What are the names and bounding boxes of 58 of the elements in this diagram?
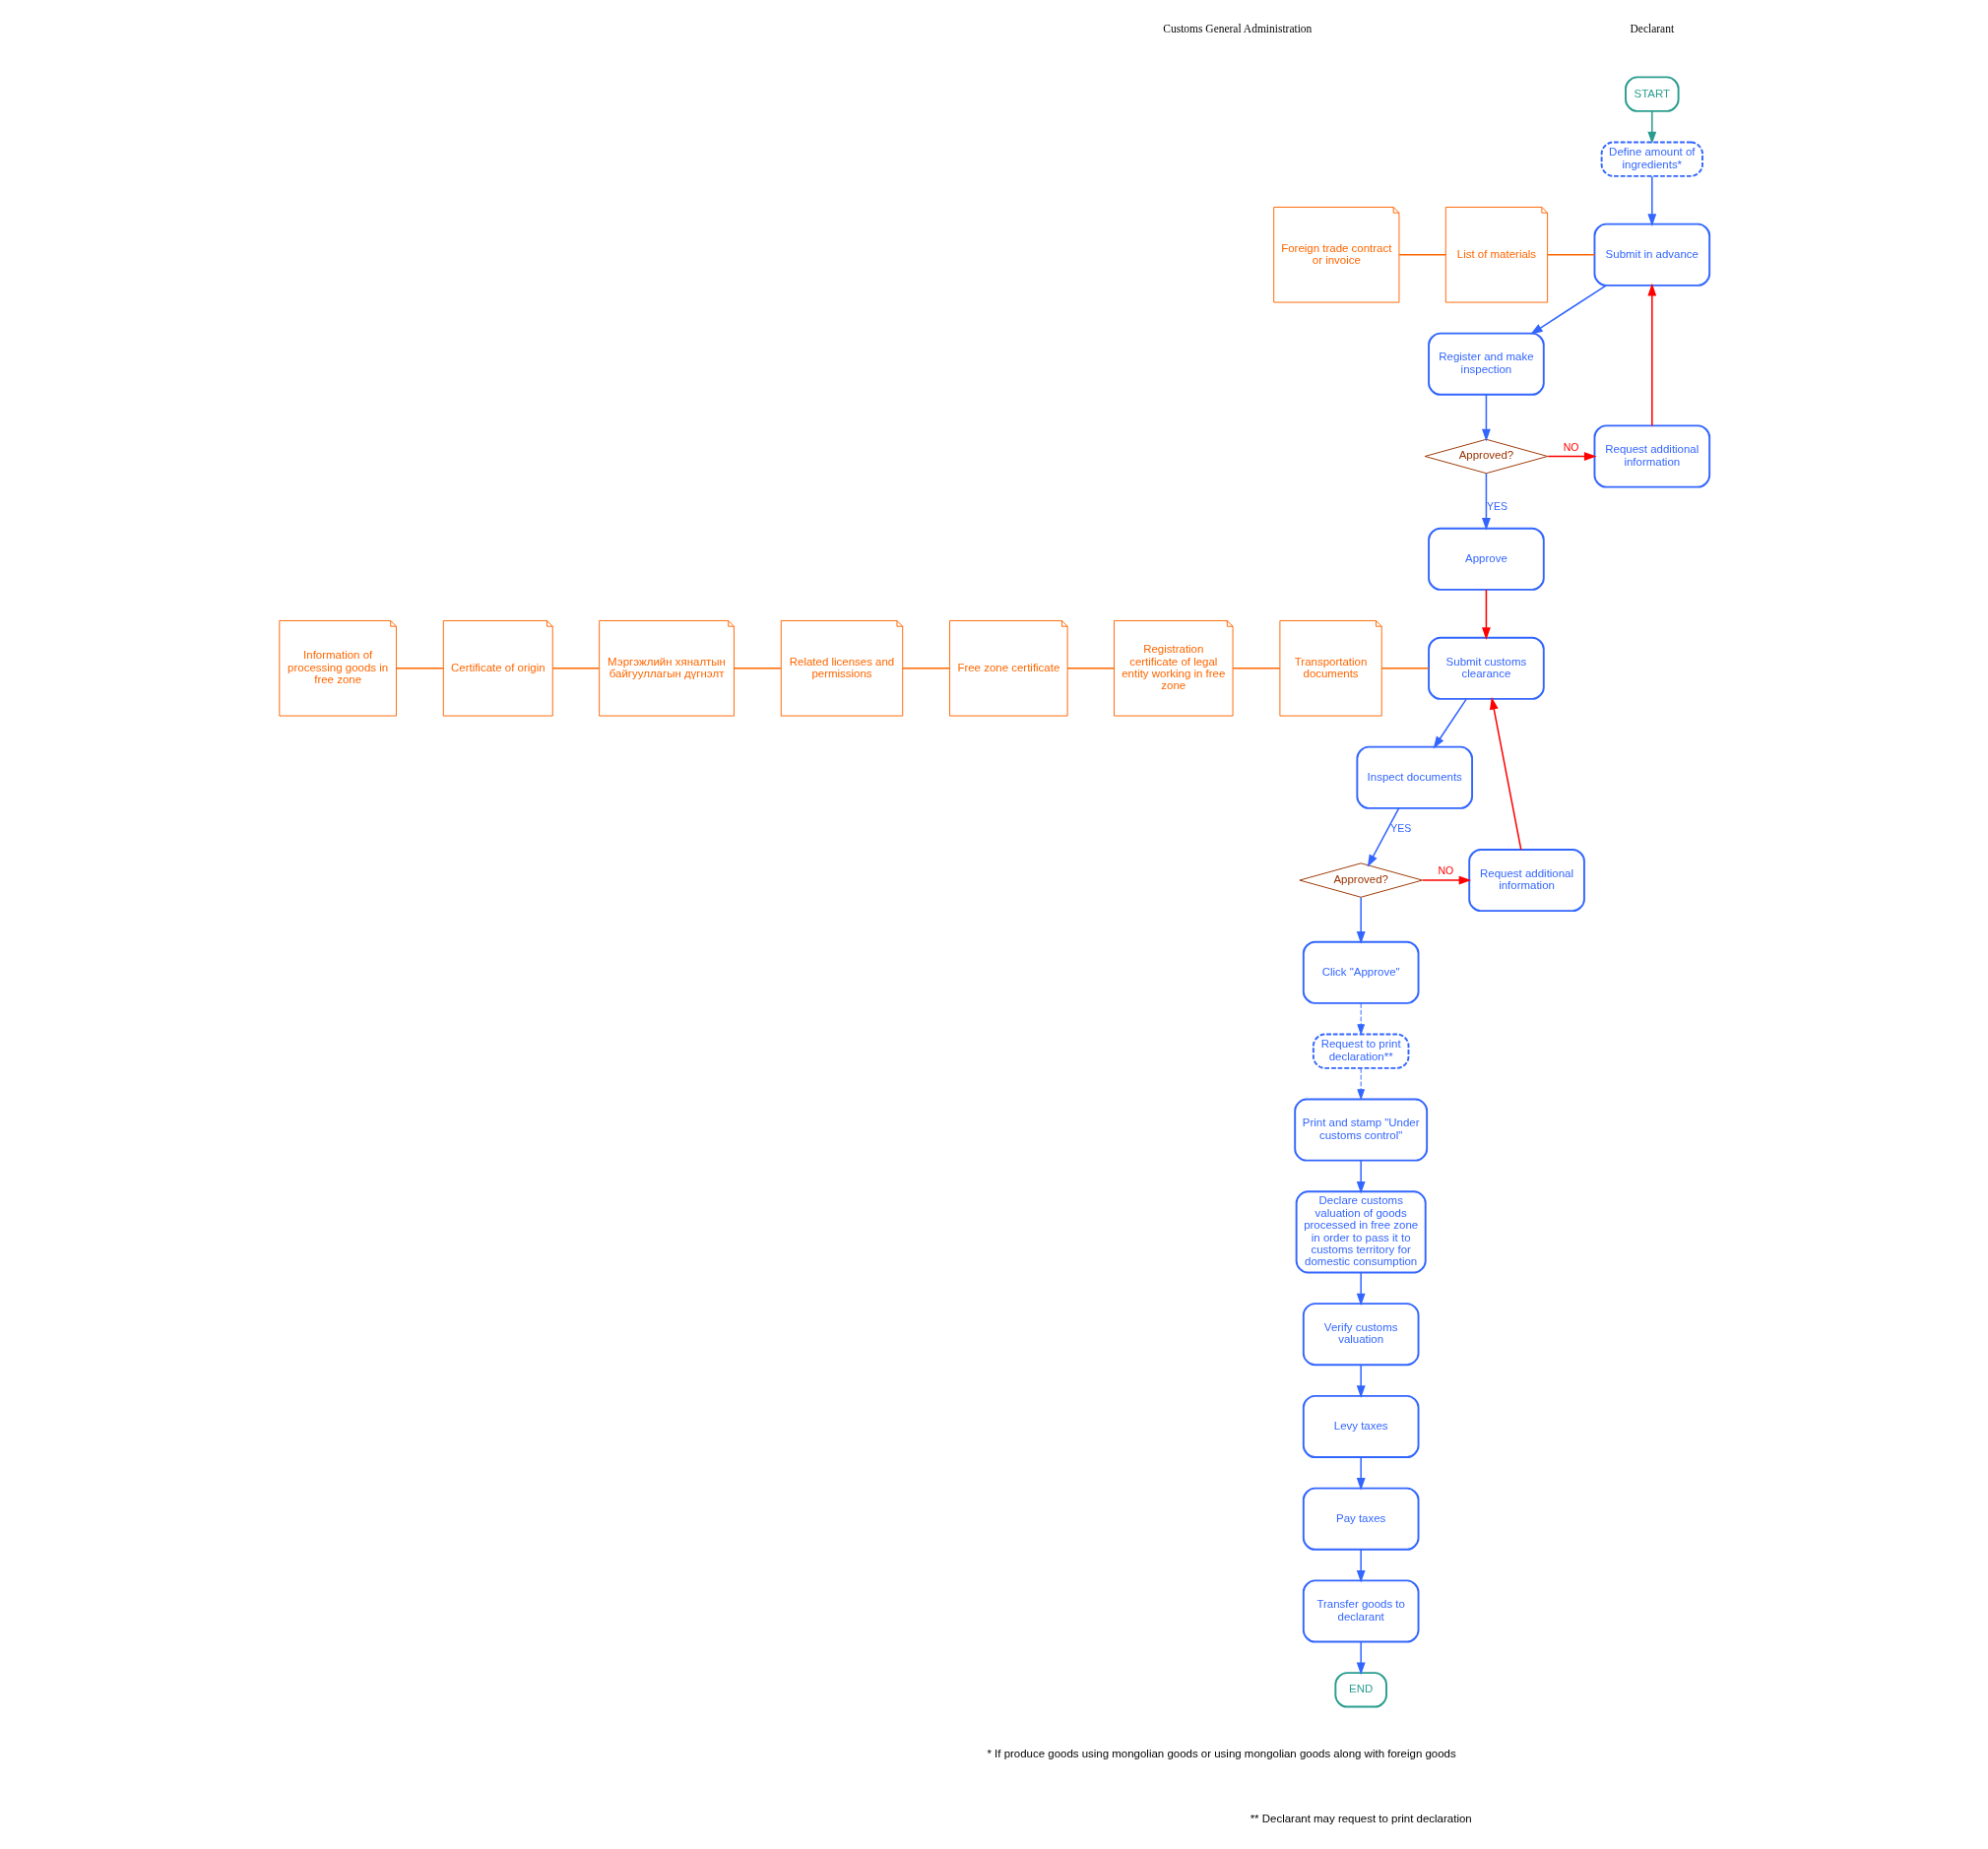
arrow <box>1529 285 1607 335</box>
connector <box>395 668 444 669</box>
connector <box>901 668 950 669</box>
connector <box>1065 668 1115 669</box>
node-box: Define amount of ingredients* <box>1600 141 1703 177</box>
arrow <box>1356 1549 1366 1583</box>
connector <box>1232 668 1280 669</box>
connector <box>551 668 600 669</box>
arrow <box>1646 175 1656 226</box>
node-diamond: Approved? <box>1298 862 1423 898</box>
edge-label: NO <box>1438 864 1453 877</box>
arrow <box>1356 1067 1365 1100</box>
connector <box>1397 254 1446 256</box>
node-box: Register and make inspection <box>1427 332 1545 396</box>
edge-label: YES <box>1389 821 1411 834</box>
node-box: Verify customs valuation <box>1302 1303 1419 1367</box>
arrow <box>1356 1002 1365 1035</box>
arrow <box>1481 473 1491 531</box>
arrow <box>1481 394 1491 442</box>
label: Customs General Administration <box>1162 22 1312 34</box>
arrow <box>1433 698 1467 749</box>
arrow <box>1646 110 1656 145</box>
node-box: Inspect documents <box>1355 745 1473 809</box>
node-box: Submit in advance <box>1593 223 1710 287</box>
node-box: START <box>1624 76 1680 112</box>
arrow <box>1356 1641 1366 1676</box>
node-box: Approve <box>1427 527 1545 591</box>
arrow <box>1356 1160 1366 1194</box>
node-box: Transfer goods to declarant <box>1302 1579 1419 1643</box>
node-box: Request additional information <box>1593 424 1710 488</box>
arrow <box>1546 452 1597 461</box>
node-box: Print and stamp "Under customs control" <box>1293 1098 1428 1162</box>
label: Declarant <box>1630 22 1674 34</box>
edge-label: YES <box>1486 500 1507 513</box>
arrow <box>1489 697 1521 851</box>
node-box: END <box>1333 1672 1387 1708</box>
label: ** Declarant may request to print declaration <box>1250 1813 1472 1825</box>
arrow <box>1356 1456 1366 1491</box>
node-box: Click "Approve" <box>1302 940 1419 1004</box>
arrow <box>1367 807 1399 867</box>
arrow <box>1421 875 1471 885</box>
node-box: Request to print declaration** <box>1312 1033 1409 1069</box>
node-box: Request additional information <box>1467 849 1585 913</box>
arrow <box>1356 1271 1366 1307</box>
node-diamond: Approved? <box>1424 438 1548 475</box>
node-box: Declare customs valuation of goods processed in free zone in order to pass it to customs territory for domestic consumption <box>1295 1190 1427 1274</box>
arrow <box>1646 283 1656 427</box>
connector <box>1380 668 1430 669</box>
arrow <box>1356 1364 1366 1398</box>
node-box: Levy taxes <box>1302 1394 1419 1458</box>
node-box: Submit customs clearance <box>1427 636 1545 700</box>
edge-label: NO <box>1563 440 1579 453</box>
connector <box>733 668 782 669</box>
node-box: Pay taxes <box>1302 1487 1419 1551</box>
connector <box>1546 254 1595 256</box>
label: * If produce goods using mongolian goods or using mongolian goods along with foreign goods <box>986 1748 1456 1760</box>
arrow <box>1356 896 1366 944</box>
arrow <box>1481 589 1491 640</box>
